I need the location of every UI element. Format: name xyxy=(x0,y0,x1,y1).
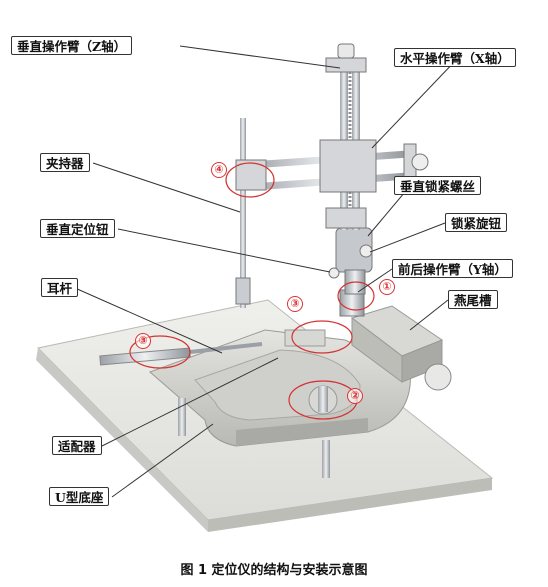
label-vertical-locate-button: 垂直定位钮 xyxy=(40,219,115,238)
label-vertical-lock-screw: 垂直锁紧螺丝 xyxy=(394,176,482,195)
label-holder: 夹持器 xyxy=(40,153,90,172)
marker-2: ② xyxy=(347,388,363,404)
label-u-base: U型底座 xyxy=(49,487,110,506)
label-z-arm: 垂直操作臂（Z轴） xyxy=(11,36,133,55)
label-adapter: 适配器 xyxy=(52,436,102,455)
label-dovetail: 燕尾槽 xyxy=(448,290,498,309)
z-arm-shape xyxy=(325,43,367,230)
x-arm-shape xyxy=(249,139,429,193)
label-ear-bar: 耳杆 xyxy=(41,278,79,297)
marker-3-left: ③ xyxy=(135,333,151,349)
marker-1: ① xyxy=(379,279,395,295)
label-x-arm: 水平操作臂（X轴） xyxy=(394,48,516,67)
label-lock-knob: 锁紧旋钮 xyxy=(445,213,508,232)
leader-lines xyxy=(74,45,459,498)
marker-3-right: ③ xyxy=(287,296,303,312)
marker-4: ④ xyxy=(211,162,227,178)
u-shaped-base-shape xyxy=(149,329,411,478)
label-y-arm: 前后操作臂（Y轴） xyxy=(392,259,513,278)
figure-caption: 图 1 定位仪的结构与安装示意图 xyxy=(180,563,368,578)
holder-shape xyxy=(235,118,267,308)
